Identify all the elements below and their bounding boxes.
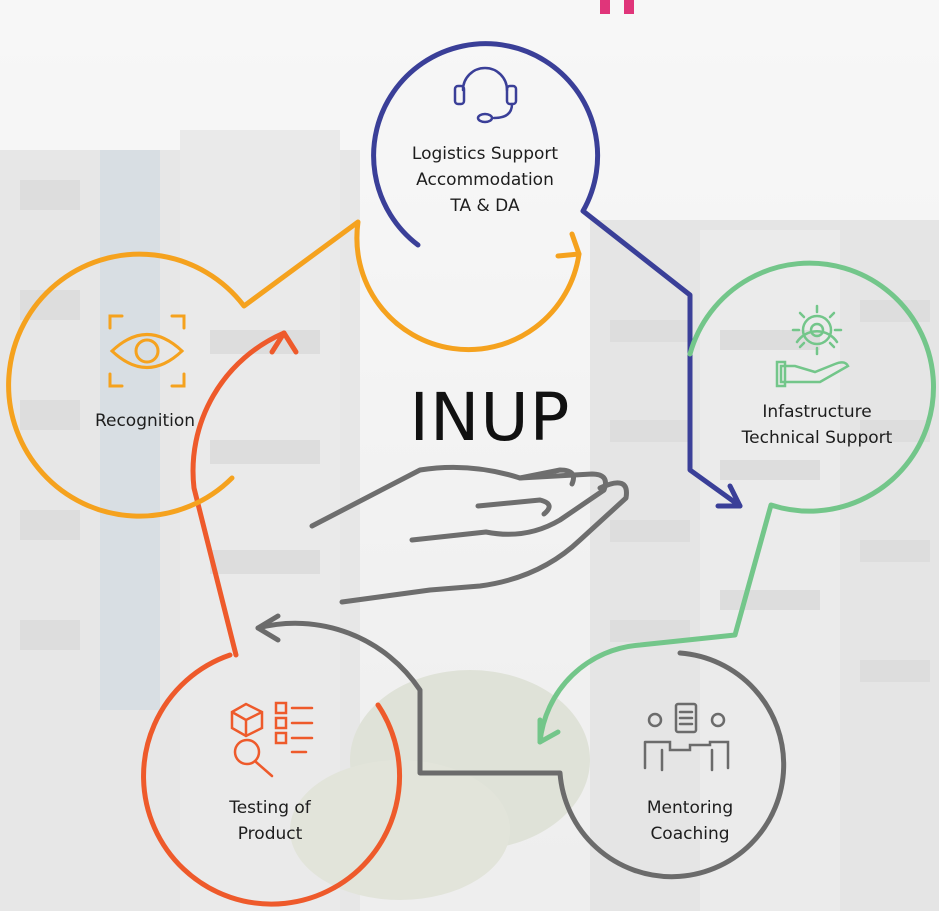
recognition-arrowhead xyxy=(555,231,582,259)
testing-arrowhead xyxy=(269,330,299,355)
node-logistics-label: Logistics Support Accommodation TA & DA xyxy=(411,144,559,216)
product-testing-icon xyxy=(230,701,314,778)
node-testing-label: Testing of Product xyxy=(229,798,311,844)
node-infrastructure-label: Infastructure Technical Support xyxy=(741,402,893,448)
headset-icon xyxy=(453,66,518,124)
logistics-arrowhead xyxy=(715,483,743,509)
node-mentoring-label: Mentoring Coaching xyxy=(646,798,734,844)
mentoring-arrowhead xyxy=(255,613,281,643)
testing-arc xyxy=(141,652,403,907)
mentoring-arc xyxy=(255,620,787,880)
top-accent-mark xyxy=(600,0,634,14)
center-title: INUP xyxy=(409,379,571,456)
gear-hand-icon xyxy=(775,304,850,388)
meeting-icon xyxy=(643,702,730,772)
infrastructure-arrowhead xyxy=(537,717,561,745)
recognition-arc xyxy=(6,219,582,519)
node-recognition-label: Recognition xyxy=(94,411,196,431)
infrastructure-arc xyxy=(537,260,936,745)
testing-connector xyxy=(190,330,287,658)
eye-focus-icon xyxy=(108,314,186,388)
logistics-arc xyxy=(371,41,743,509)
open-hand-icon xyxy=(309,464,629,605)
